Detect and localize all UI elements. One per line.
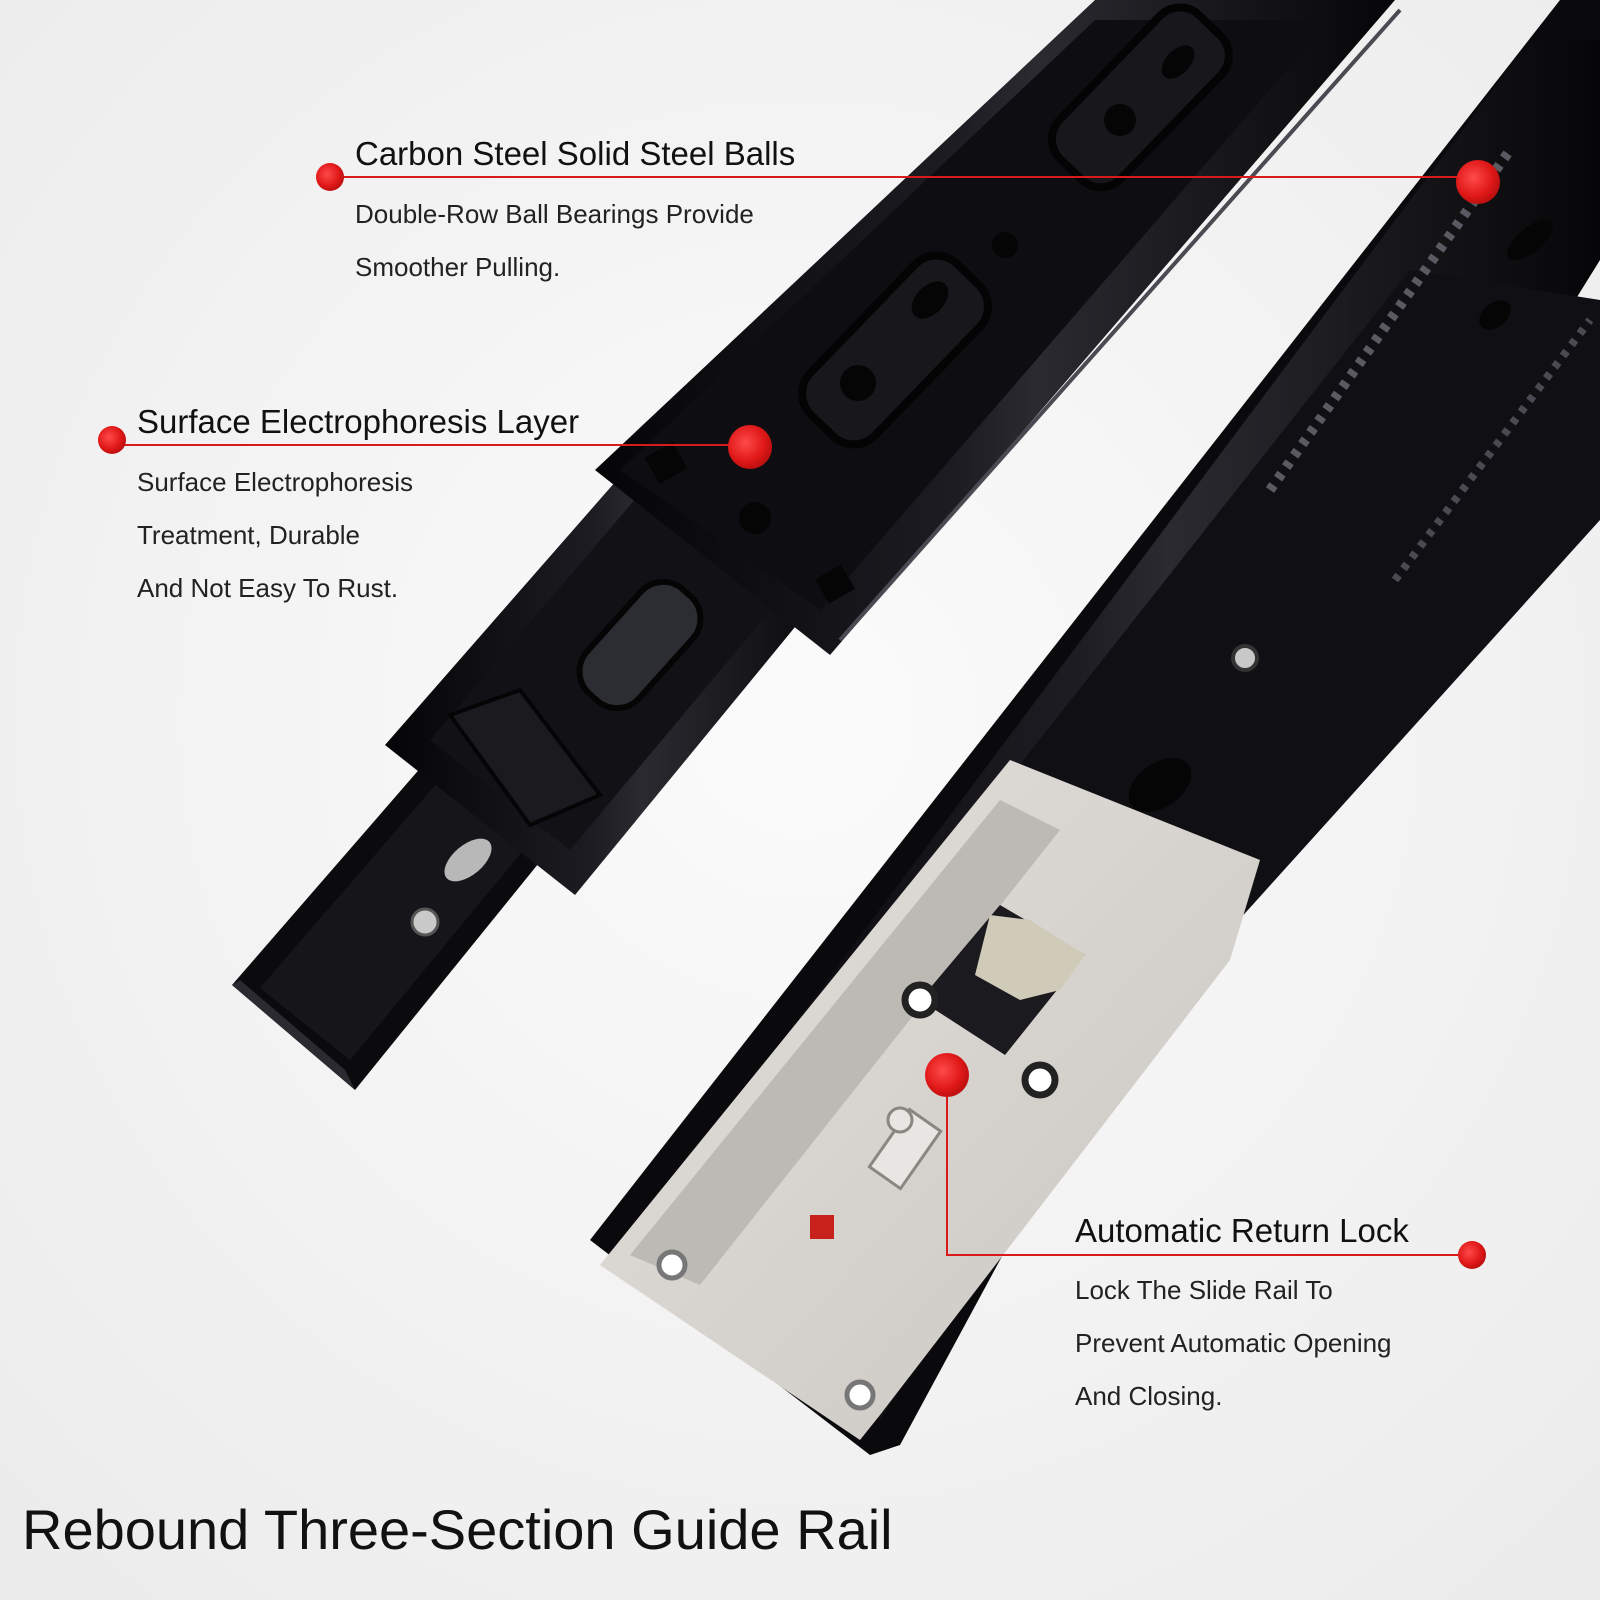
callout-markers xyxy=(98,160,1500,1269)
left-rail xyxy=(232,0,1402,1090)
callout-text-electrophoresis-3: And Not Easy To Rust. xyxy=(137,573,399,603)
callout-title-electrophoresis: Surface Electrophoresis Layer xyxy=(137,403,580,440)
marker-dot xyxy=(316,163,344,191)
callout-title-return-lock: Automatic Return Lock xyxy=(1075,1212,1409,1249)
callout-text-electrophoresis-1: Surface Electrophoresis xyxy=(137,467,414,497)
marker-dot xyxy=(98,426,126,454)
marker-dot xyxy=(1458,1241,1486,1269)
callout-text-electrophoresis-2: Treatment, Durable xyxy=(137,520,361,550)
callout-title-steel-balls: Carbon Steel Solid Steel Balls xyxy=(355,135,796,172)
callout-text-steel-balls-1: Double-Row Ball Bearings Provide xyxy=(355,199,754,229)
callout-text-steel-balls-2: Smoother Pulling. xyxy=(355,252,561,282)
callout-text-return-lock-2: Prevent Automatic Opening xyxy=(1075,1328,1392,1358)
callout-text-return-lock-1: Lock The Slide Rail To xyxy=(1075,1275,1333,1305)
callout-text-return-lock-3: And Closing. xyxy=(1075,1381,1223,1411)
marker-dot xyxy=(728,425,772,469)
page-title: Rebound Three-Section Guide Rail xyxy=(22,1498,893,1561)
right-rail xyxy=(590,0,1600,1455)
marker-dot xyxy=(1456,160,1500,204)
marker-dot xyxy=(925,1053,969,1097)
